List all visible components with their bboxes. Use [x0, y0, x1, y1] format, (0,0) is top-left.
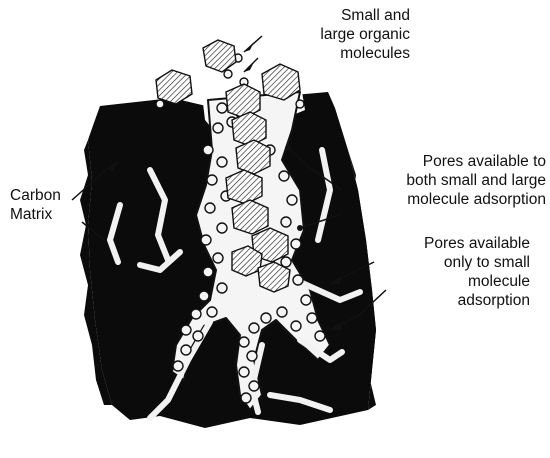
pores-small-label-line-3: molecule — [366, 272, 530, 291]
pores-both-label-line-3: molecule adsorption — [340, 190, 546, 209]
pores-small-label-line-1: Pores available — [366, 234, 530, 253]
carbon-matrix-label-line-2: Matrix — [10, 205, 61, 224]
carbon-matrix-label: Carbon Matrix — [10, 186, 61, 224]
pores-small-label: Pores available only to small molecule a… — [366, 234, 530, 310]
molecules-label-line-2: large organic — [244, 25, 410, 44]
pores-small-label-line-2: only to small — [366, 253, 530, 272]
pores-both-label: Pores available to both small and large … — [340, 152, 546, 209]
molecules-label: Small and large organic molecules — [244, 6, 410, 63]
pores-both-label-line-1: Pores available to — [340, 152, 546, 171]
carbon-matrix-label-line-1: Carbon — [10, 186, 61, 205]
molecules-label-line-1: Small and — [244, 6, 410, 25]
pores-both-label-line-2: both small and large — [340, 171, 546, 190]
pores-small-label-line-4: adsorption — [366, 291, 530, 310]
molecules-label-line-3: molecules — [244, 44, 410, 63]
